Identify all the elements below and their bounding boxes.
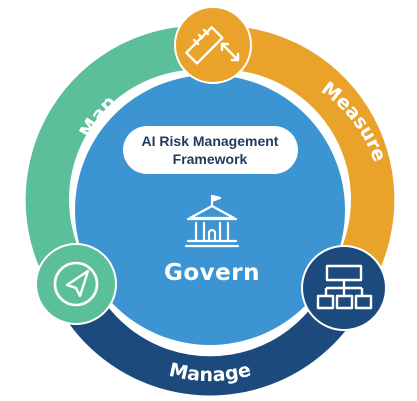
map-ring-segment — [25, 25, 210, 285]
manage-badge — [301, 245, 387, 331]
govern-label: Govern — [164, 260, 260, 286]
ruler-measure-icon — [185, 26, 240, 65]
framework-pill — [123, 126, 298, 174]
measure-badge — [174, 6, 252, 84]
hierarchy-org-chart-icon — [316, 264, 373, 310]
map-badge — [35, 243, 117, 325]
manage-ring-segment — [48, 262, 372, 396]
framework-title-line1: AI Risk Management — [142, 133, 279, 149]
compass-navigation-icon — [53, 261, 99, 307]
measure-ring-segment — [210, 25, 395, 285]
government-building-icon — [184, 194, 240, 248]
framework-title-line2: Framework — [173, 151, 248, 167]
